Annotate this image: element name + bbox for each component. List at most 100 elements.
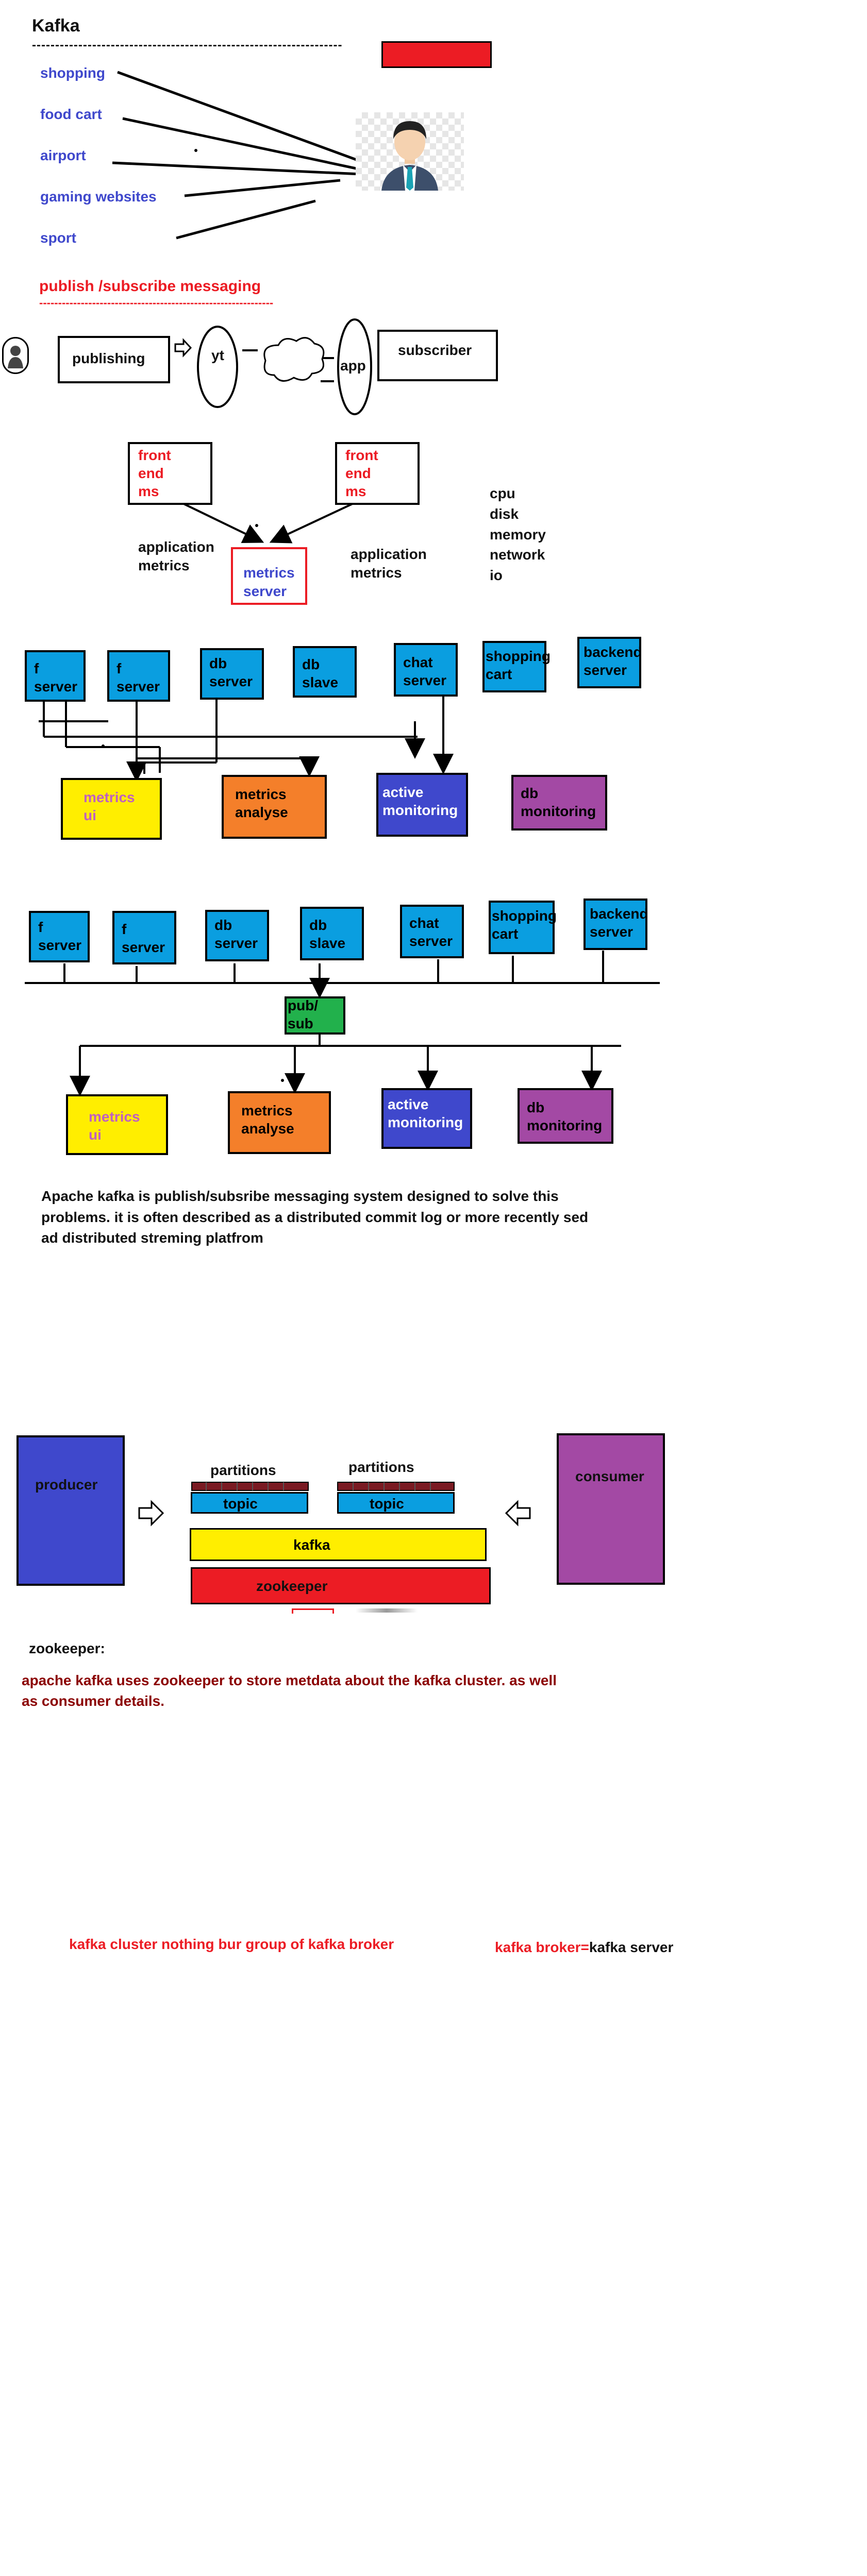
server-label: shopping cart — [486, 648, 551, 682]
arrow-left-icon — [505, 1500, 531, 1527]
server-label: backend server — [590, 906, 648, 940]
server-box: chat server — [400, 905, 464, 958]
server-label: db slave — [309, 917, 346, 951]
topic-label: topic — [223, 1496, 258, 1512]
metrics-server-box: metrics server — [231, 547, 307, 605]
source-sport: sport — [40, 230, 76, 246]
kafka-box: kafka — [190, 1528, 487, 1561]
server-box: f server — [112, 911, 176, 964]
arrow-right-icon — [138, 1500, 164, 1527]
partitions-label-1: partitions — [210, 1462, 276, 1478]
application-metrics-left: application metrics — [138, 539, 214, 574]
image-fragment — [356, 1608, 418, 1613]
metrics-analyse-box: metrics analyse — [222, 775, 327, 839]
source-lines — [112, 71, 364, 240]
server-box: db slave — [300, 907, 364, 960]
tangled-lines — [39, 690, 454, 782]
arrow-right-icon — [174, 338, 192, 358]
partition-stripes — [191, 1482, 455, 1491]
metrics-ui-box: metrics ui — [61, 778, 162, 840]
topic-box-1: topic — [191, 1492, 308, 1514]
producer-label: producer — [35, 1477, 98, 1493]
server-label: chat server — [403, 654, 447, 688]
server-label: db slave — [302, 656, 339, 690]
consumer-label: db monitoring — [527, 1099, 603, 1133]
page-title: Kafka — [32, 16, 80, 36]
stray-dots — [102, 149, 284, 1082]
subscriber-label: subscriber — [398, 342, 472, 358]
server-label: f server — [122, 921, 165, 955]
front-end-ms-box-2: front end ms — [335, 442, 420, 505]
consumer-label: consumer — [575, 1468, 644, 1484]
yt-ellipse — [197, 326, 238, 408]
partitions-label-2: partitions — [348, 1459, 414, 1475]
kafka-label: kafka — [293, 1537, 330, 1553]
server-box: backend server — [577, 637, 642, 688]
server-label: db server — [214, 917, 258, 951]
server-box: f server — [25, 650, 86, 702]
application-metrics-right: application metrics — [351, 546, 427, 581]
zookeeper-label: zookeeper — [256, 1578, 328, 1594]
title-underline: ----------------------------------------… — [32, 38, 343, 52]
publishing-label: publishing — [72, 350, 145, 366]
app-label: app — [340, 358, 366, 374]
server-box: shopping cart — [482, 641, 551, 692]
yt-label: yt — [211, 347, 224, 363]
server-box: chat server — [394, 643, 458, 697]
server-box: db slave — [293, 646, 357, 698]
consumer-label: active monitoring — [388, 1096, 463, 1130]
server-box: db server — [200, 648, 264, 700]
resource-list: cpu disk memory network io — [490, 485, 546, 583]
server-box: f server — [29, 911, 90, 962]
zookeeper-box: zookeeper — [191, 1567, 491, 1604]
server-label: f server — [34, 660, 78, 694]
server-label: shopping cart — [492, 908, 557, 942]
front-end-label: front end ms — [345, 447, 378, 499]
zookeeper-heading: zookeeper: — [29, 1640, 105, 1656]
consumer-label: metrics analyse — [241, 1103, 294, 1137]
source-food-cart: food cart — [40, 106, 102, 122]
front-end-label: front end ms — [138, 447, 171, 499]
consumer-box: consumer — [557, 1433, 665, 1585]
app-ellipse — [337, 318, 372, 415]
consumer-label: db monitoring — [521, 785, 596, 819]
zookeeper-description: apache kafka uses zookeeper to store met… — [22, 1672, 557, 1709]
kafka-broker-label: kafka broker= — [495, 1939, 589, 1955]
source-shopping: shopping — [40, 65, 105, 81]
server-box: db server — [205, 910, 269, 961]
consumer-label: metrics analyse — [235, 786, 288, 820]
pubsub-label: pub/ sub — [288, 997, 319, 1031]
publishing-box: publishing — [58, 336, 170, 383]
pubsub-box: pub/ sub — [285, 996, 345, 1035]
kafka-description: Apache kafka is publish/subsribe messagi… — [41, 1188, 589, 1246]
kafka-broker-value: kafka server — [589, 1939, 674, 1955]
consumer-label: active monitoring — [382, 784, 458, 818]
publish-subscribe-heading: publish /subscribe messaging — [39, 278, 261, 295]
source-gaming-websites: gaming websites — [40, 189, 157, 205]
publish-underline: ----------------------------------------… — [39, 296, 274, 309]
person-avatar-icon — [356, 112, 464, 191]
server-box: backend server — [583, 899, 648, 950]
active-monitoring-box: active monitoring — [376, 773, 468, 837]
server-box: f server — [107, 650, 170, 702]
bus-lines — [25, 951, 660, 1096]
red-fragment — [292, 1608, 334, 1614]
cloud-icon — [263, 337, 325, 382]
metrics-analyse-box: metrics analyse — [228, 1091, 331, 1154]
source-airport: airport — [40, 147, 86, 163]
metrics-server-label: metrics server — [243, 565, 295, 600]
server-box: shopping cart — [489, 901, 557, 954]
red-banner — [381, 41, 492, 68]
kafka-cluster-note: kafka cluster nothing bur group of kafka… — [69, 1936, 394, 1952]
consumer-label: metrics ui — [89, 1109, 140, 1143]
db-monitoring-box: db monitoring — [511, 775, 607, 831]
subscriber-box: subscriber — [377, 330, 498, 381]
metrics-ui-box: metrics ui — [66, 1094, 168, 1155]
server-label: db server — [209, 655, 253, 689]
server-label: backend server — [583, 644, 642, 678]
server-label: f server — [38, 919, 82, 953]
front-end-ms-box-1: front end ms — [128, 442, 212, 505]
topic-label: topic — [370, 1496, 404, 1512]
